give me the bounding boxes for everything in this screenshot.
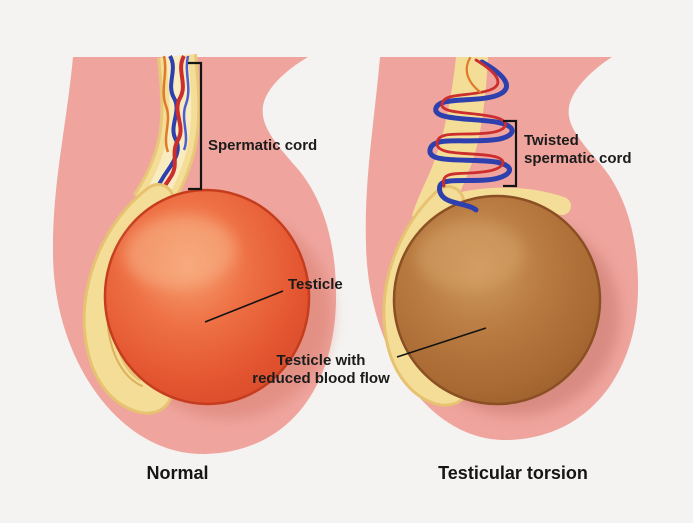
torsion-caption: Testicular torsion (438, 463, 588, 483)
torsion-vein-tangle (427, 59, 515, 213)
testicle-reduced-label: Testicle with reduced blood flow (252, 352, 390, 388)
torsion-testicle (392, 194, 602, 406)
testicle-label: Testicle (288, 276, 343, 293)
twisted-cord-bracket (503, 119, 518, 188)
twisted-vessel-tangle (427, 56, 515, 213)
spermatic-cord-label: Spermatic cord (208, 137, 318, 154)
testicle-pointer-line (204, 290, 284, 323)
normal-caption: Normal (146, 463, 209, 483)
torsion-testicle-pointer-line (396, 327, 487, 358)
torsion-diagram (365, 56, 639, 441)
twisted-spermatic-cord-label: Twisted spermatic cord (524, 132, 632, 168)
normal-testicle (103, 188, 311, 406)
spermatic-cord-bracket (188, 61, 203, 191)
normal-diagram (52, 53, 337, 455)
torsion-artery-tangle (435, 58, 507, 188)
